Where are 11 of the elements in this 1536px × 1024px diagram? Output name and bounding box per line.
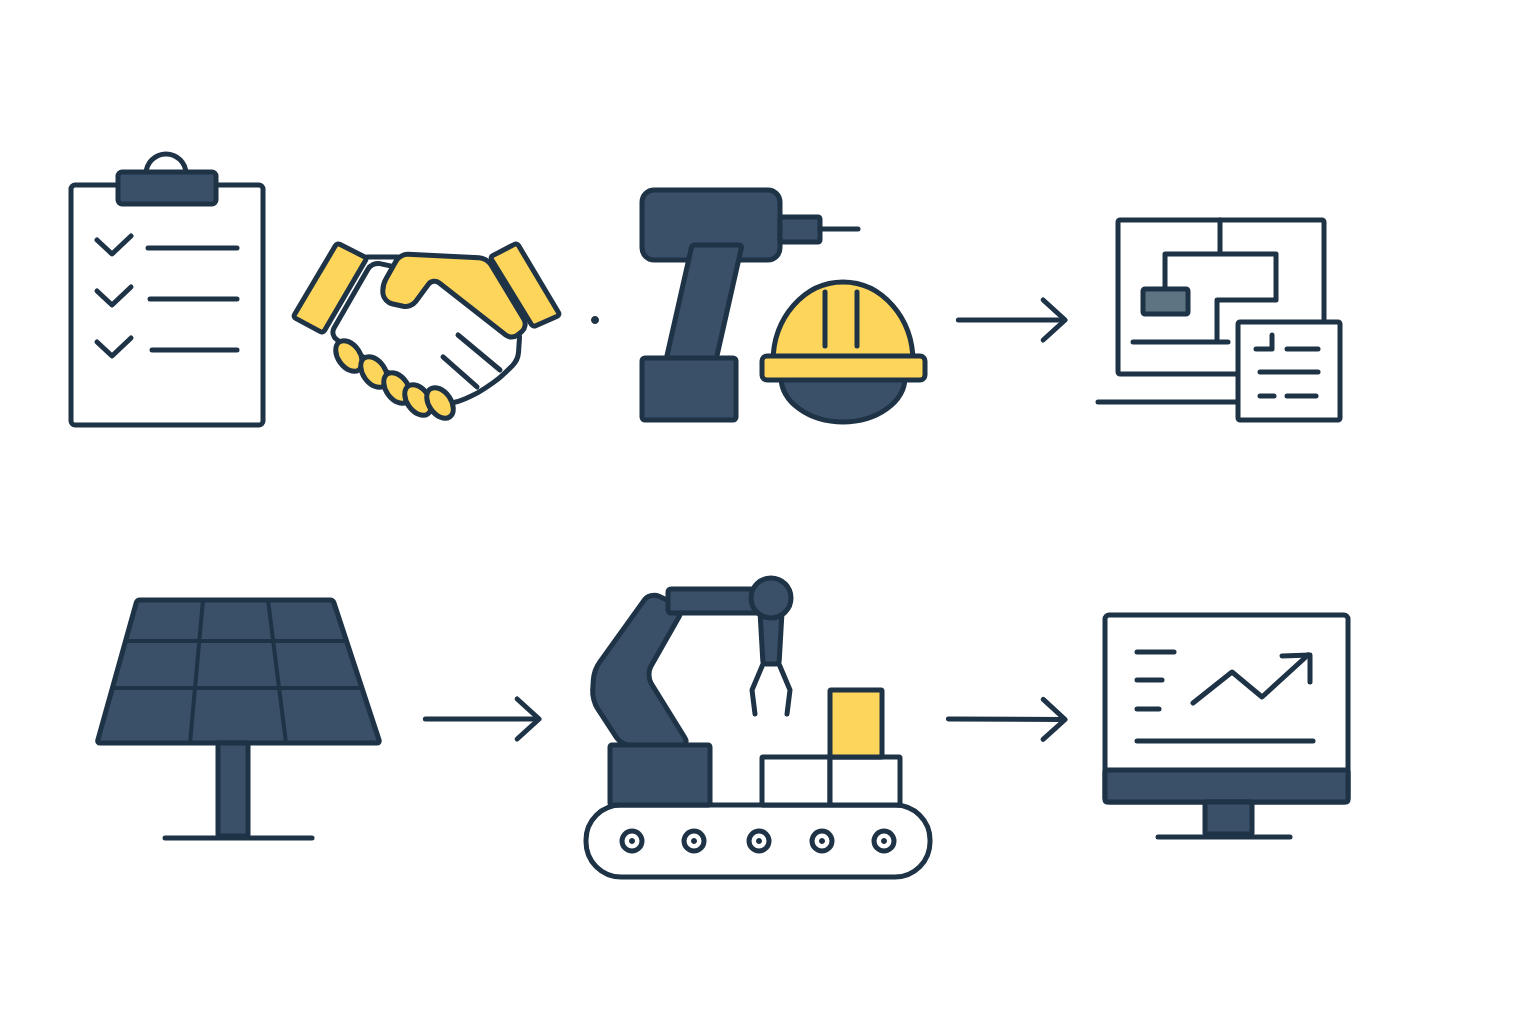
- robot-arm-conveyor-icon: [583, 575, 933, 880]
- hard-hat-icon: [759, 279, 928, 425]
- arrow: [945, 696, 1068, 742]
- blueprint-screen-icon: [1095, 217, 1343, 423]
- clipboard-icon: [68, 151, 266, 428]
- solar-panel-icon: [95, 597, 382, 841]
- monitor-chart-icon: [1102, 612, 1351, 840]
- drill-icon: [639, 187, 861, 423]
- arrow: [422, 696, 542, 742]
- arrow: [955, 297, 1068, 343]
- handshake-icon: [291, 241, 562, 421]
